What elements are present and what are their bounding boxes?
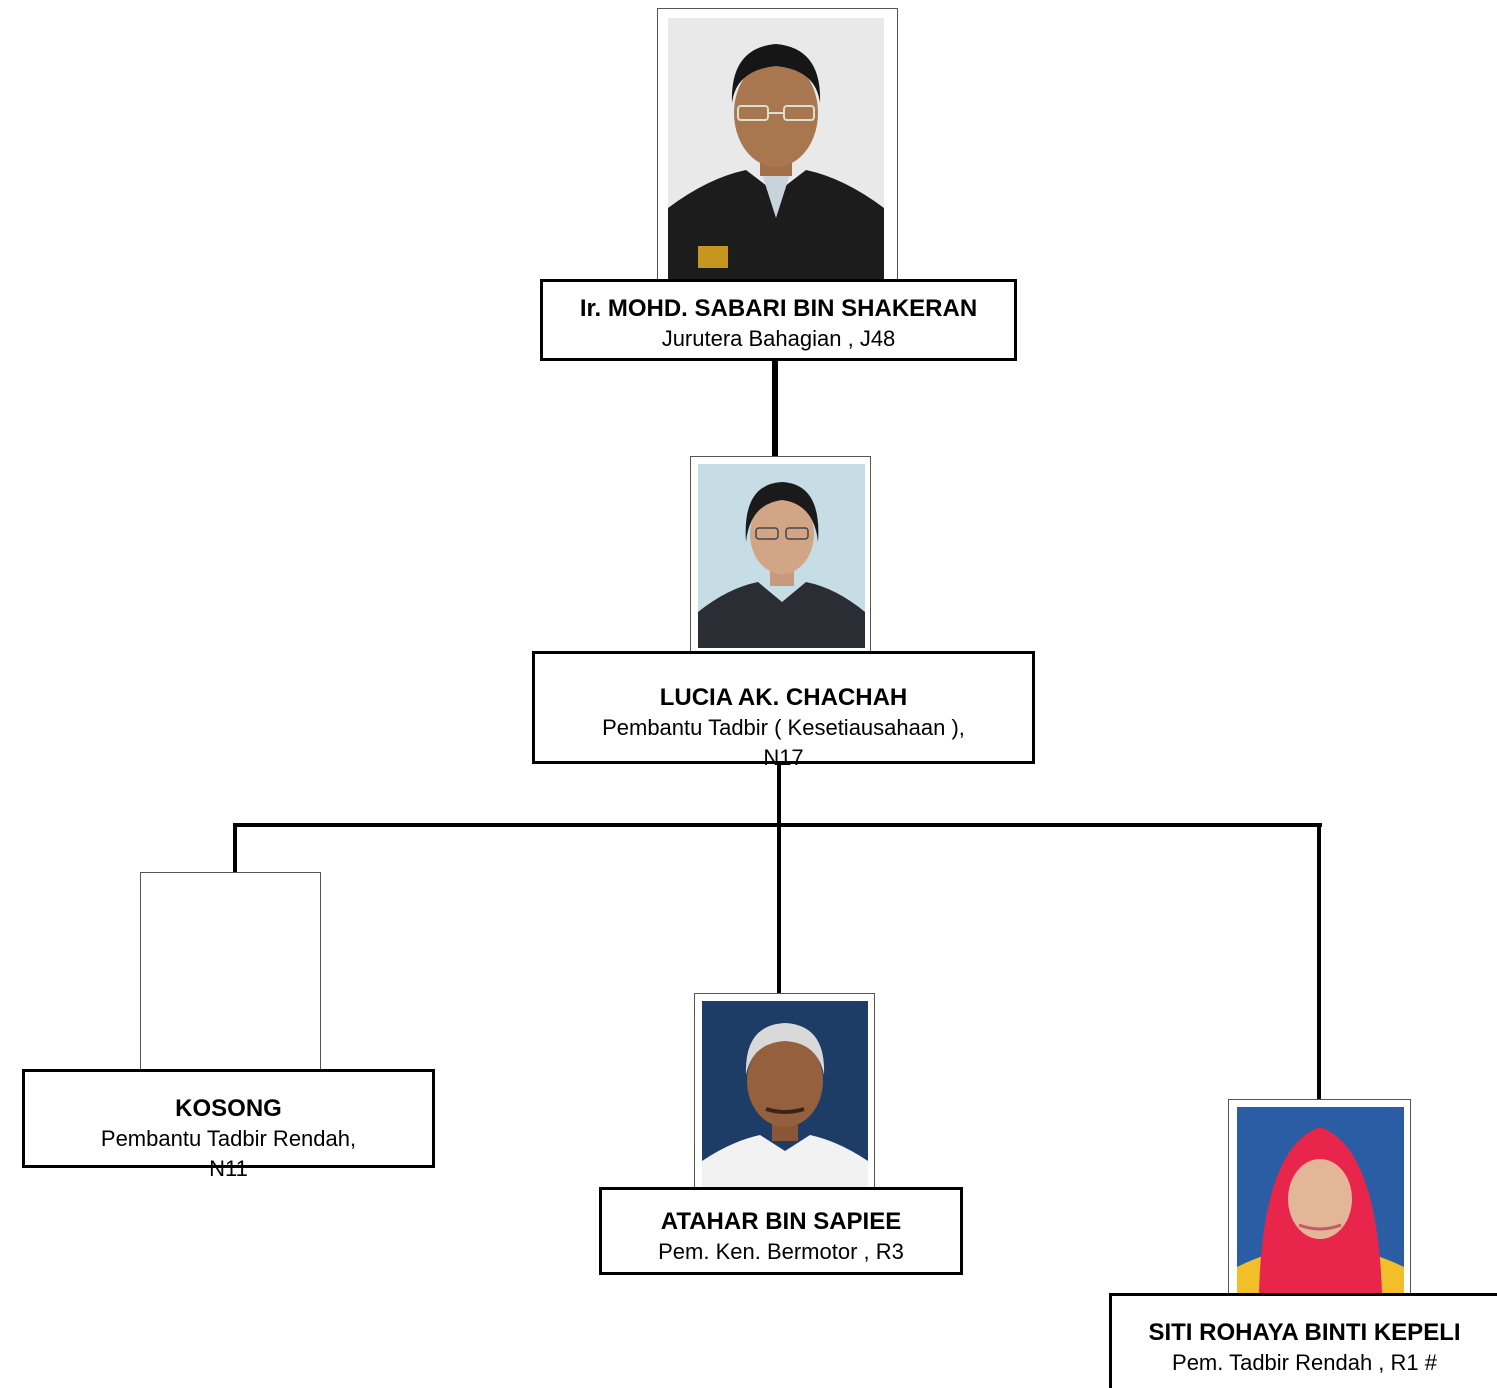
node-vacant-box: KOSONG Pembantu Tadbir Rendah, N11 xyxy=(22,1069,435,1181)
node-vacant-title: Pembantu Tadbir Rendah, N11 xyxy=(100,1126,357,1181)
empty-photo-placeholder xyxy=(140,872,321,1070)
female-hijab-portrait xyxy=(1237,1107,1404,1293)
node-clerk-box: SITI ROHAYA BINTI KEPELI Pem. Tadbir Ren… xyxy=(1109,1293,1497,1388)
node-driver-name: ATAHAR BIN SAPIEE xyxy=(660,1208,902,1235)
connector-to-atahar xyxy=(777,823,781,994)
connector-head-to-secretary xyxy=(772,360,778,456)
node-head-box: Ir. MOHD. SABARI BIN SHAKERAN Jurutera B… xyxy=(540,279,1017,361)
node-driver-box: ATAHAR BIN SAPIEE Pem. Ken. Bermotor , R… xyxy=(599,1187,963,1275)
node-secretary-name: LUCIA AK. CHACHAH xyxy=(659,684,908,711)
male-driver-portrait xyxy=(702,1001,868,1188)
connector-to-kosong xyxy=(233,823,237,873)
node-clerk-title: Pem. Tadbir Rendah , R1 # xyxy=(1172,1350,1437,1375)
connector-secretary-down xyxy=(777,762,781,826)
node-head-name: Ir. MOHD. SABARI BIN SHAKERAN xyxy=(579,295,978,322)
male-officer-portrait xyxy=(668,18,884,280)
node-secretary-title: Pembantu Tadbir ( Kesetiausahaan ), N17 xyxy=(602,715,965,770)
female-staff-portrait xyxy=(698,464,865,648)
node-head-title: Jurutera Bahagian , J48 xyxy=(661,326,896,351)
node-clerk-name: SITI ROHAYA BINTI KEPELI xyxy=(1148,1319,1461,1346)
node-secretary-box: LUCIA AK. CHACHAH Pembantu Tadbir ( Kese… xyxy=(532,651,1035,770)
connector-to-siti xyxy=(1317,823,1321,1100)
node-vacant-name: KOSONG xyxy=(175,1095,282,1122)
node-driver-title: Pem. Ken. Bermotor , R3 xyxy=(658,1239,904,1264)
